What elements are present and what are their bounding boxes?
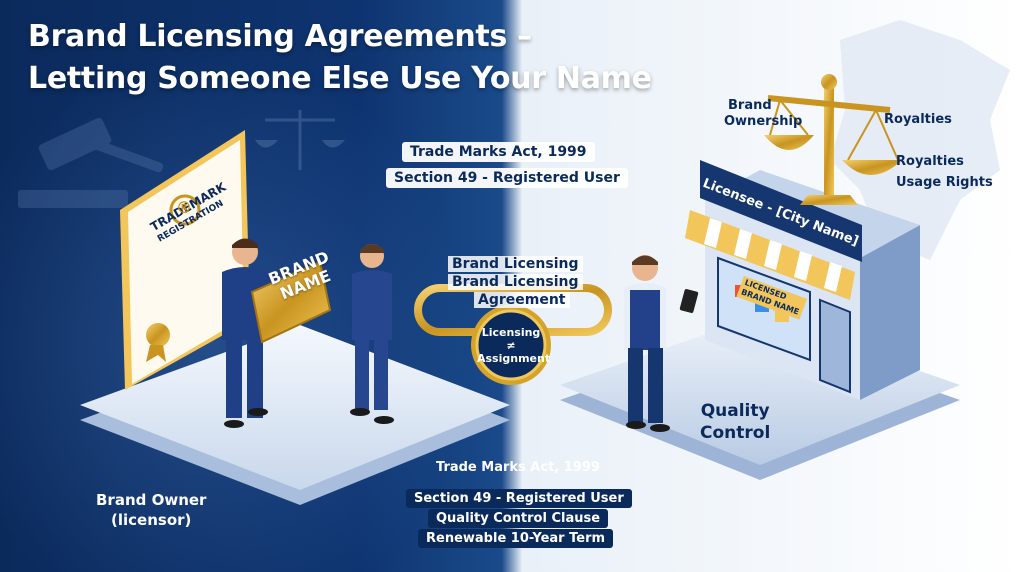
quality-line: Quality	[700, 401, 770, 421]
center-section-label: Section 49 - Registered User	[386, 168, 628, 188]
page-title: Brand Licensing Agreements – Letting Som…	[28, 16, 652, 100]
licensee-inspector-figure	[624, 255, 699, 432]
usage-rights-label: Usage Rights	[896, 175, 993, 190]
title-line-1: Brand Licensing Agreements –	[28, 19, 532, 54]
brand-ownership-line-2: Ownership	[724, 114, 803, 129]
licensing-seal	[471, 305, 551, 385]
seal-text: Licensing ≠ Assignment	[477, 326, 551, 365]
registered-mark-icon: ®	[176, 198, 192, 217]
seal-licensing: Licensing	[481, 326, 541, 339]
faint-scale-icon	[255, 110, 345, 170]
left-platform	[80, 325, 510, 505]
brand-owner-figure	[222, 238, 268, 428]
faint-gavel-icon	[18, 117, 164, 208]
control-line: Control	[700, 423, 771, 443]
agreement-label: Agreement	[474, 292, 570, 308]
licensor-line: (licensor)	[111, 511, 192, 529]
bottom-section-item: Section 49 - Registered User	[406, 489, 632, 508]
royalties-label-mid: Royalties	[896, 154, 964, 169]
brand-ownership-label: Brand Ownership	[724, 98, 802, 130]
quality-control-caption: Quality Control	[700, 400, 770, 444]
licensee-shop	[685, 160, 920, 400]
bottom-renewable-term-item: Renewable 10-Year Term	[418, 529, 614, 548]
brand-licensing-label-2: Brand Licensing	[448, 274, 583, 290]
brand-owner-line: Brand Owner	[96, 491, 207, 509]
licensee-figure-left	[350, 244, 394, 424]
royalties-label-top: Royalties	[884, 112, 952, 127]
brand-owner-caption: Brand Owner (licensor)	[96, 490, 206, 530]
seal-not-equal-symbol: ≠	[506, 339, 516, 352]
bottom-quality-clause-item: Quality Control Clause	[428, 509, 609, 528]
center-act-label: Trade Marks Act, 1999	[402, 142, 595, 162]
brand-ownership-line-1: Brand	[728, 98, 772, 113]
title-line-2: Letting Someone Else Use Your Name	[28, 61, 652, 96]
bottom-act-label: Trade Marks Act, 1999	[436, 460, 600, 475]
brand-name-plate	[250, 260, 332, 344]
faint-map-shape	[830, 20, 1010, 260]
scale-of-justice-icon	[764, 74, 902, 205]
seal-assignment: Assignment	[477, 352, 551, 365]
trademark-certificate	[120, 130, 250, 390]
brand-licensing-label-1: Brand Licensing	[448, 256, 583, 272]
